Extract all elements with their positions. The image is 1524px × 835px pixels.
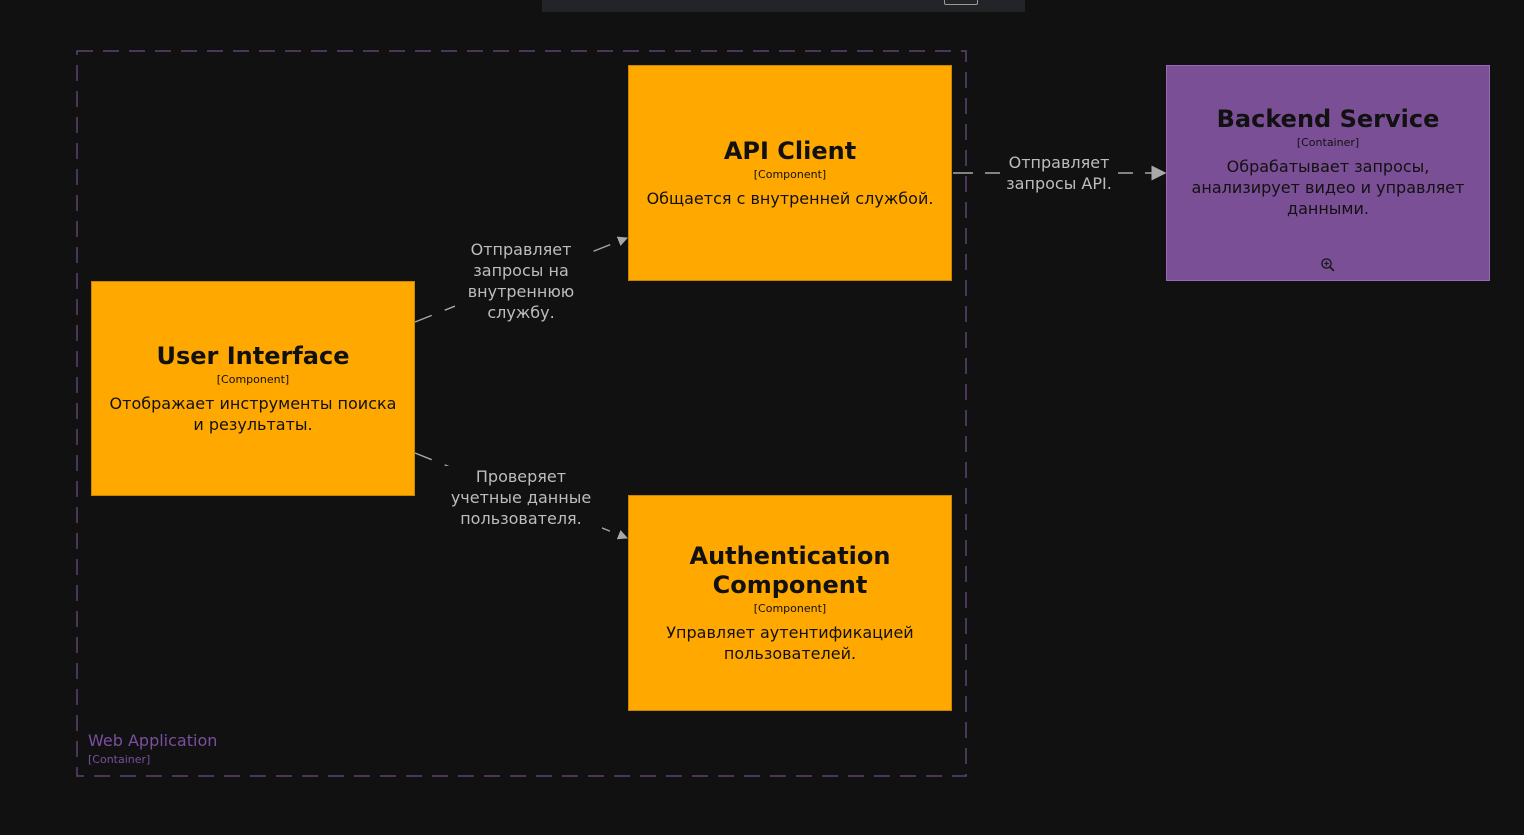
edge-label-api-to-backend: Отправляет запросы API.	[1000, 152, 1118, 194]
edge-label-ui-to-api: Отправляет запросы на внутреннюю службу.	[455, 239, 587, 323]
node-title: User Interface	[156, 342, 350, 370]
web-application-boundary	[76, 50, 967, 777]
node-technology: [Component]	[753, 168, 827, 181]
node-description: Управляет аутентификацией пользователей.	[666, 623, 914, 663]
zoom-in-icon[interactable]	[1320, 257, 1336, 273]
node-api-client[interactable]: API Client [Component] Общается с внутре…	[628, 65, 952, 281]
top-toolbar	[542, 0, 1025, 12]
edge-label-ui-to-auth: Проверяет учетные данные пользователя.	[440, 466, 602, 529]
node-technology: [Container]	[1296, 136, 1360, 149]
node-user-interface[interactable]: User Interface [Component] Отображает ин…	[91, 281, 415, 496]
node-title: Authentication Component	[689, 542, 891, 599]
node-backend-service[interactable]: Backend Service [Container] Обрабатывает…	[1166, 65, 1490, 281]
node-title: Backend Service	[1216, 105, 1440, 133]
boundary-name: Web Application	[88, 731, 218, 750]
node-technology: [Component]	[753, 602, 827, 615]
node-description: Обрабатывает запросы, анализирует видео …	[1191, 157, 1465, 218]
boundary-technology: [Container]	[88, 753, 151, 766]
node-description: Отображает инструменты поиска и результа…	[109, 394, 397, 434]
node-authentication-component[interactable]: Authentication Component [Component] Упр…	[628, 495, 952, 711]
toolbar-button[interactable]	[944, 0, 978, 5]
node-technology: [Component]	[216, 373, 290, 386]
node-title: API Client	[723, 137, 857, 165]
edge-ui-to-api-line	[414, 236, 628, 323]
node-description: Общается с внутренней службой.	[646, 189, 934, 208]
